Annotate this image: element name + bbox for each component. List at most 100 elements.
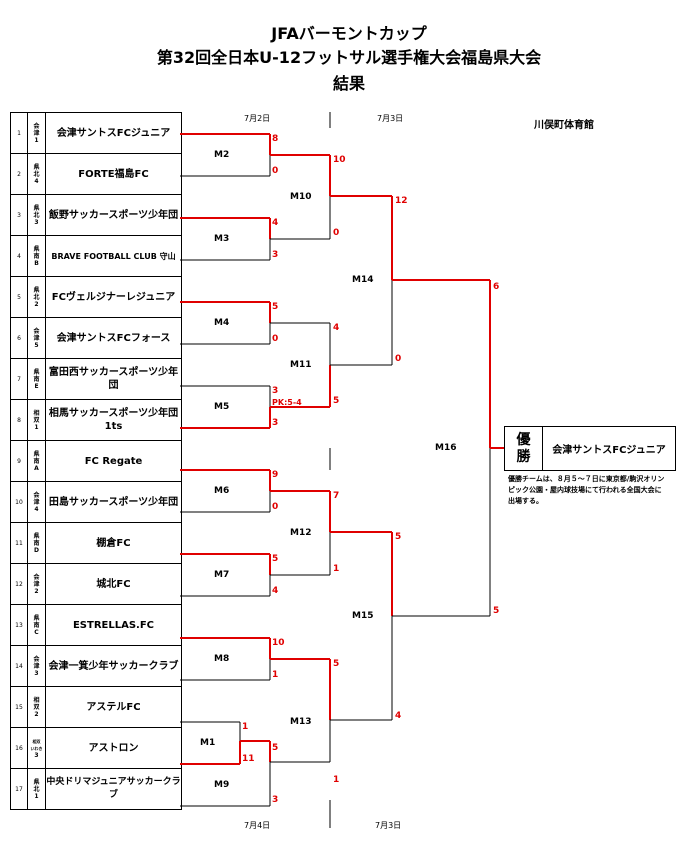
region-char: 会 xyxy=(33,655,40,663)
region-char: 相 xyxy=(33,409,40,417)
match-label-m15: M15 xyxy=(352,611,374,621)
match-label-m11: M11 xyxy=(290,360,312,370)
score-m4: 0 xyxy=(272,334,279,344)
score-m2: 8 xyxy=(272,134,279,144)
score-m1: 1 xyxy=(242,722,249,732)
region-char: 県 xyxy=(33,286,40,294)
region-char: 津 xyxy=(33,498,40,506)
region-char: 会 xyxy=(33,327,40,335)
team-name: ESTRELLAS.FC xyxy=(45,604,182,646)
date-round1: 7月2日 xyxy=(244,114,271,123)
score-m15: 5 xyxy=(395,532,402,542)
team-name: 中央ドリマジュニアサッカークラブ xyxy=(45,768,182,810)
match-label-m7: M7 xyxy=(214,570,230,580)
score-m8: 10 xyxy=(272,638,285,648)
region-char: 県 xyxy=(33,614,40,622)
score-m13: 5 xyxy=(333,659,340,669)
team-name: 棚倉FC xyxy=(45,522,182,564)
score-m3: 4 xyxy=(272,218,279,228)
region-char: C xyxy=(34,628,39,636)
winner-label-bottom: 勝 xyxy=(516,448,531,465)
match-label-m13: M13 xyxy=(290,717,312,727)
team-name: FCヴェルジナーレジュニア xyxy=(45,276,182,318)
region-char: 南 xyxy=(33,375,40,383)
region-char: E xyxy=(34,382,39,390)
match-label-m9: M9 xyxy=(214,780,230,790)
region-char: 2 xyxy=(34,710,39,718)
score-m3: 3 xyxy=(272,250,279,260)
region-char: 津 xyxy=(33,662,40,670)
region-char: B xyxy=(34,259,39,267)
score-m10: 0 xyxy=(333,228,340,238)
score-m9: 3 xyxy=(272,795,279,805)
winner-box: 優 勝 会津サントスFCジュニア xyxy=(504,426,676,471)
region-char: D xyxy=(34,546,39,554)
score-m10: 10 xyxy=(333,155,346,165)
region-char: 相 xyxy=(33,696,40,704)
team-name: BRAVE FOOTBALL CLUB 守山 xyxy=(45,235,182,277)
score-m16: 6 xyxy=(493,282,500,292)
region-char: 北 xyxy=(33,293,40,301)
title-line-1: JFAバーモントカップ xyxy=(271,24,427,43)
team-name: アストロン xyxy=(45,727,182,769)
team-name: 城北FC xyxy=(45,563,182,605)
region-char: 県 xyxy=(33,532,40,540)
pk-score-m5: PK:5-4 xyxy=(272,398,302,407)
region-char: 県 xyxy=(33,163,40,171)
score-m6: 9 xyxy=(272,470,279,480)
region-char: 北 xyxy=(33,170,40,178)
region-char: 北 xyxy=(33,211,40,219)
region-char: 3 xyxy=(34,751,39,759)
match-label-m14: M14 xyxy=(352,275,374,285)
score-m12: 7 xyxy=(333,491,340,501)
region-char: 北 xyxy=(33,785,40,793)
region-char: 4 xyxy=(34,177,39,185)
region-char: 1 xyxy=(34,792,39,800)
score-m7: 5 xyxy=(272,554,279,564)
match-label-m10: M10 xyxy=(290,192,312,202)
region-char: 会 xyxy=(33,491,40,499)
score-m4: 5 xyxy=(272,302,279,312)
match-label-m2: M2 xyxy=(214,150,230,160)
region-char: 会 xyxy=(33,573,40,581)
venue-label: 川俣町体育館 xyxy=(534,120,594,131)
region-char: 4 xyxy=(34,505,39,513)
region-char: 5 xyxy=(34,341,39,349)
region-char: 相双 xyxy=(32,738,41,744)
team-name: 会津サントスFCフォース xyxy=(45,317,182,359)
region-char: 南 xyxy=(33,621,40,629)
match-label-m16: M16 xyxy=(435,443,457,453)
score-m12: 1 xyxy=(333,564,340,574)
region-char: 県 xyxy=(33,450,40,458)
score-m9: 5 xyxy=(272,743,279,753)
score-m1: 11 xyxy=(242,754,255,764)
date-round2-bottom: 7月3日 xyxy=(375,821,402,830)
match-label-m12: M12 xyxy=(290,528,312,538)
score-m8: 1 xyxy=(272,670,279,680)
region-char: A xyxy=(34,464,39,472)
region-char: 3 xyxy=(34,218,39,226)
region-char: 県 xyxy=(33,778,40,786)
winner-label: 優 勝 xyxy=(504,426,543,471)
team-name: 会津一箕少年サッカークラブ xyxy=(45,645,182,687)
team-name: 富田西サッカースポーツ少年団 xyxy=(45,358,182,400)
region-char: いわき xyxy=(30,745,43,751)
winner-label-top: 優 xyxy=(516,431,531,448)
score-m5: 3 xyxy=(272,386,279,396)
score-m2: 0 xyxy=(272,166,279,176)
